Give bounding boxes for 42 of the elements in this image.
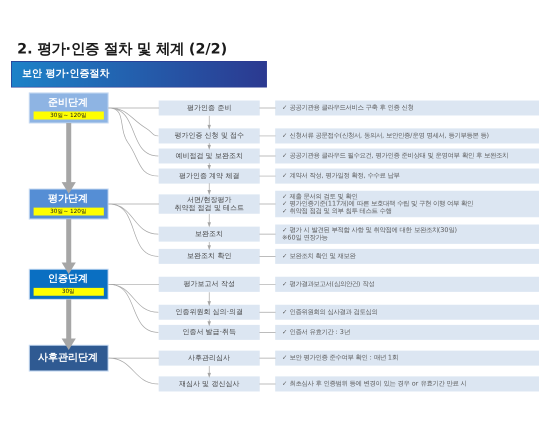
node-box: 인증위원회 심의·의결 <box>158 304 260 320</box>
connector <box>108 283 160 284</box>
connector <box>259 357 276 358</box>
arrow <box>62 122 76 194</box>
node-box: 사후관리단계 <box>28 344 109 372</box>
node-box: 평가보고서 작성 <box>158 276 260 292</box>
connector <box>259 383 276 384</box>
connector <box>259 155 276 156</box>
arrow <box>62 298 76 350</box>
node-box: 보완조치 <box>158 226 260 242</box>
connector <box>259 135 276 136</box>
arrow <box>207 291 211 306</box>
node-box: 보완조치 확인 <box>158 248 260 264</box>
connector <box>259 233 276 234</box>
arrow <box>207 115 211 130</box>
connector <box>259 107 276 108</box>
node-box: 서면/현장평가 취약점 점검 및 테스트 <box>158 194 260 214</box>
connector <box>108 203 159 256</box>
connector <box>108 203 160 204</box>
connector <box>259 311 276 312</box>
connector <box>108 357 159 384</box>
connector <box>108 203 159 234</box>
node-box: 사후관리심사 <box>158 350 260 366</box>
node-box: 예비점검 및 보완조치 <box>158 148 260 164</box>
node-box: 보안 평가·인증절차 <box>11 60 267 88</box>
connector <box>108 283 159 312</box>
connector <box>108 107 159 136</box>
arrow <box>62 218 76 274</box>
connector <box>108 107 159 176</box>
node-box: 평가인증 신청 및 접수 <box>158 128 260 143</box>
node-box: 인증서 발급·취득 <box>158 324 260 340</box>
connector <box>108 283 159 332</box>
connector <box>259 203 276 204</box>
connector <box>259 283 276 284</box>
node-box: 재심사 및 갱신심사 <box>158 376 260 391</box>
connector <box>108 107 160 108</box>
node-box: 평가인증 준비 <box>158 100 260 115</box>
connector <box>108 357 160 358</box>
connector <box>259 175 276 176</box>
node-box: 평가인증 계약 체결 <box>158 168 260 184</box>
connector <box>108 107 159 156</box>
diagram-title: 2. 평가·인증 절차 및 체계 (2/2) <box>17 40 228 57</box>
